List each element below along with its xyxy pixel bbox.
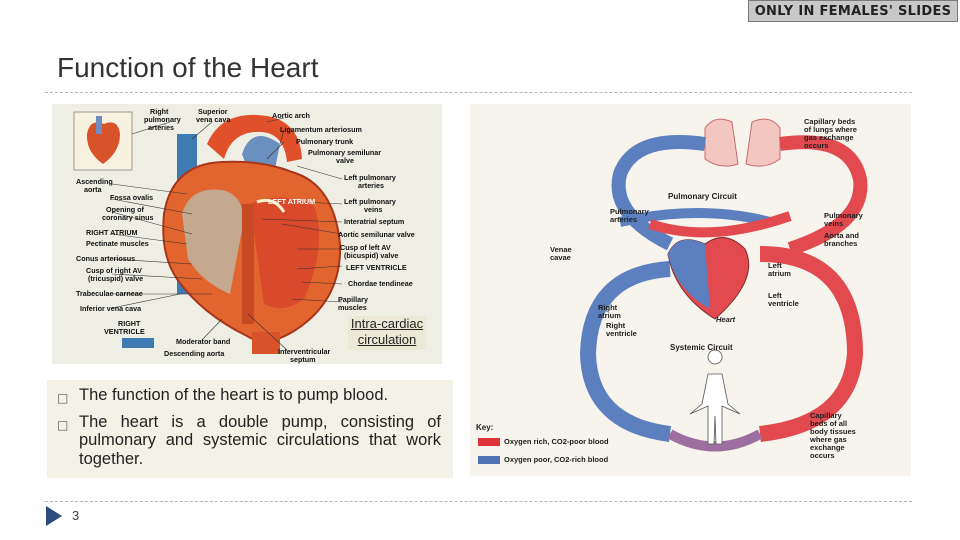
label-conus-arteriosus: Conus arteriosus: [76, 254, 135, 263]
bullet-item: □ The function of the heart is to pump b…: [57, 386, 441, 408]
ivc-stub: [122, 338, 154, 348]
label-pectinate-muscles: Pectinate muscles: [86, 239, 149, 248]
right-chambers-shape: [182, 189, 244, 294]
heart-thumbnail-shape: [86, 122, 120, 164]
bullet-text: The function of the heart is to pump blo…: [79, 386, 389, 404]
clabel-systemic-circuit: Systemic Circuit: [670, 343, 733, 352]
left-lung-shape: [704, 118, 739, 167]
human-body-figure: [689, 349, 741, 445]
clabel-heart: Heart: [716, 315, 736, 324]
label-cusp-right-av: Cusp of right AV(tricuspid) valve: [86, 266, 143, 283]
left-chambers-shape: [250, 197, 320, 308]
key-swatch-oxygen-rich: [478, 438, 500, 446]
bullet-marker-icon: □: [57, 417, 69, 432]
label-aortic-semilunar-valve: Aortic semilunar valve: [338, 230, 415, 239]
body-capillaries: [667, 429, 763, 452]
label-descending-aorta: Descending aorta: [164, 349, 225, 358]
page-number: 3: [72, 508, 80, 523]
systemic-artery-loop: [759, 246, 864, 442]
label-aortic-arch: Aortic arch: [272, 111, 310, 120]
label-ligamentum-arteriosum: Ligamentum arteriosum: [280, 125, 362, 134]
slide-title: Function of the Heart: [57, 52, 319, 83]
valve-line: [256, 198, 286, 213]
label-pulmonary-trunk: Pulmonary trunk: [296, 137, 353, 146]
label-trabeculae-carneae: Trabeculae carneae: [76, 289, 143, 298]
clabel-pulmonary-circuit: Pulmonary Circuit: [668, 192, 737, 201]
thumbnail-vessel: [96, 116, 102, 134]
septum-shape: [242, 204, 254, 324]
label-cusp-left-av: Cusp of left AV(bicuspid) valve: [340, 243, 398, 260]
pulmonary-vein-branch: [648, 211, 792, 238]
right-lung-shape: [745, 118, 781, 167]
heart-right-side: [668, 239, 710, 309]
top-divider: [45, 92, 912, 93]
descending-aorta-stub: [252, 332, 280, 354]
key-label-oxygen-rich: Oxygen rich, CO2-poor blood: [504, 437, 609, 446]
pulmonary-artery-loop: [611, 135, 706, 251]
label-right-atrium: RIGHT ATRIUM: [86, 228, 138, 237]
females-only-badge: ONLY IN FEMALES' SLIDES: [748, 0, 958, 22]
key-title: Key:: [476, 423, 493, 432]
aortic-arch-shape: [207, 114, 302, 162]
leader-lines: [111, 117, 343, 351]
pulmonary-artery-branch: [618, 208, 772, 227]
bullet-text: The heart is a double pump, consisting o…: [79, 412, 441, 468]
bullet-list: □ The function of the heart is to pump b…: [47, 380, 453, 478]
label-chordae-tendineae: Chordae tendineae: [348, 279, 413, 288]
label-interatrial-septum: Interatrial septum: [344, 217, 404, 226]
label-left-atrium: LEFT ATRIUM: [268, 197, 315, 206]
key-label-oxygen-poor: Oxygen poor, CO2-rich blood: [504, 455, 609, 464]
label-left-ventricle: LEFT VENTRICLE: [346, 263, 407, 272]
slide-arrow-icon: [46, 506, 62, 526]
key-swatch-oxygen-poor: [478, 456, 500, 464]
bottom-divider: [45, 501, 912, 502]
label-inferior-vena-cava: Inferior vena cava: [80, 304, 142, 313]
label-fossa-ovalis: Fossa ovalis: [110, 193, 153, 202]
figure-caption: Intra-cardiac circulation: [348, 316, 426, 350]
bullet-item: □ The heart is a double pump, consisting…: [57, 413, 441, 469]
label-moderator-band: Moderator band: [176, 337, 230, 346]
systemic-vein-loop: [579, 261, 672, 442]
pulmonary-vein-loop: [779, 135, 868, 256]
bullet-marker-icon: □: [57, 391, 69, 405]
